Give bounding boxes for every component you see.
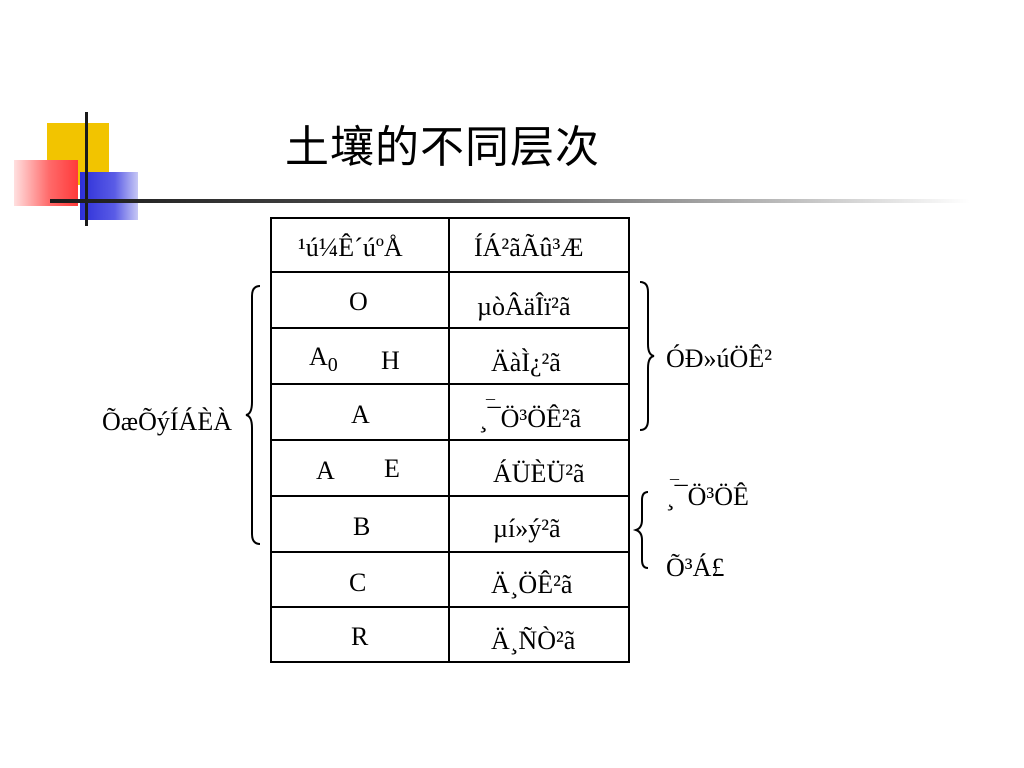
right-bottom-label: Õ³Á£ [666, 553, 725, 582]
logo-vertical-line [85, 112, 88, 226]
right-small-brace-icon [632, 491, 649, 569]
logo-blue-square [80, 172, 138, 220]
right-brace-icon [639, 281, 655, 431]
table-cell-code: A [316, 456, 335, 485]
table-row-divider [270, 606, 630, 608]
table-cell-name: Ä¸ÑÒ²ã [491, 626, 576, 655]
table-cell-name: ÁÜÈÜ²ã [493, 459, 585, 488]
right-mid-label: ¸¯Ö³ÖÊ [666, 482, 749, 511]
title-underline [50, 199, 970, 203]
table-cell-name: µòÂäÎï²ã [477, 292, 571, 321]
table-cell-code: O [349, 287, 368, 316]
table-row-divider [270, 551, 630, 553]
table-cell-name: ÄàÌ¿²ã [491, 348, 561, 377]
table-cell-code-secondary: E [384, 454, 400, 483]
right-mid-label-mark: ¯ [670, 477, 679, 497]
table-header-name: ÍÁ²ãÃû³Æ [474, 233, 584, 262]
slide-title: 土壤的不同层次 [285, 123, 600, 172]
table-cell-name: ¸¯Ö³ÖÊ²ã [479, 404, 582, 433]
logo-red-square [14, 160, 78, 206]
table-row-divider [270, 383, 630, 385]
left-brace-icon [245, 285, 261, 545]
table-cell-code: B [353, 512, 371, 541]
table-cell-code-subscript: 0 [327, 354, 338, 377]
table-cell-code: A0 [309, 342, 338, 377]
table-cell-code: C [349, 568, 367, 597]
left-group-label: ÕæÕýÍÁÈÀ [102, 407, 232, 436]
table-cell-code-secondary: H [381, 346, 400, 375]
table-cell-name: µí»ý²ã [493, 514, 561, 543]
table-row-divider [270, 327, 630, 329]
table-cell-name: Ä¸ÖÊ²ã [491, 570, 573, 599]
table-header-code: ¹ú¼Ê´úºÅ [298, 233, 403, 262]
table-row-divider [270, 495, 630, 497]
table-row-divider [270, 271, 630, 273]
table-row-divider [270, 439, 630, 441]
table-cell-name-mark: ¯ [486, 397, 495, 417]
right-top-label: ÓÐ»úÖÊ² [666, 344, 773, 373]
table-cell-code: A [351, 400, 370, 429]
table-cell-code: R [351, 622, 369, 651]
